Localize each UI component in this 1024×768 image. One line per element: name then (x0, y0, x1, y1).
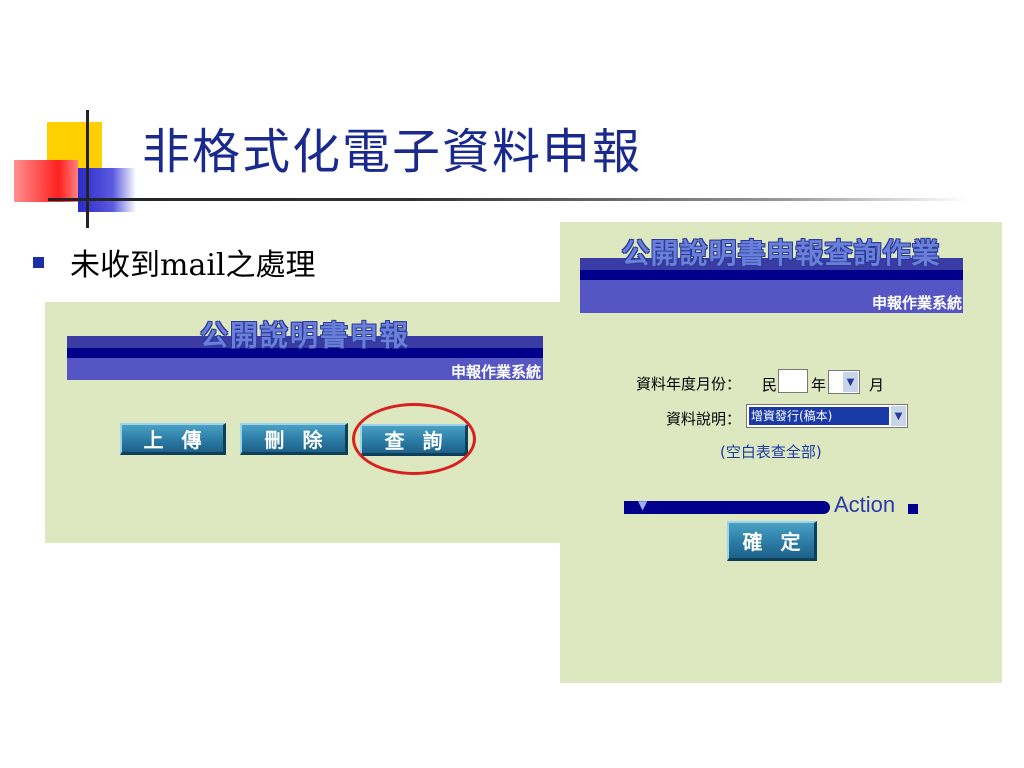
slide-title: 非格式化電子資料申報 (142, 124, 643, 180)
year-unit-label: 年 (811, 376, 827, 394)
delete-button[interactable]: 刪除 (240, 423, 348, 455)
panel-subtitle: 申報作業系統 (871, 294, 962, 312)
decor-vertical-line (86, 110, 89, 228)
query-panel: 公開說明書申報查詢作業 申報作業系統 資料年度月份： 民國 年 ▼ 月 資料說明… (560, 222, 1002, 683)
description-selected-value: 增資發行(稿本) (749, 407, 889, 425)
header-bar-middle (67, 348, 543, 358)
header-bar-top (580, 258, 963, 270)
empty-query-note: (空白表查全部) (720, 443, 822, 461)
description-label: 資料說明： (666, 410, 742, 428)
decor-red-block (14, 160, 78, 202)
highlight-circle (352, 403, 476, 475)
month-unit-label: 月 (869, 376, 885, 394)
triangle-down-icon: ▼ (638, 498, 648, 512)
month-select[interactable]: ▼ (828, 370, 860, 394)
upload-button-label: 上傳 (143, 428, 220, 452)
bullet-marker (33, 257, 44, 268)
year-month-label: 資料年度月份： (636, 375, 742, 393)
header-bar-top (67, 336, 543, 348)
header-bar-bottom (580, 280, 963, 313)
upload-button[interactable]: 上傳 (120, 423, 226, 455)
bullet-text: 未收到mail之處理 (70, 248, 316, 283)
header-bar-middle (580, 270, 963, 280)
delete-button-label: 刪除 (264, 428, 341, 452)
header-bar-bottom (67, 358, 543, 380)
panel-subtitle: 申報作業系統 (450, 363, 541, 381)
chevron-down-icon[interactable]: ▼ (891, 406, 906, 426)
confirm-button-label: 確定 (742, 530, 819, 554)
declaration-panel: 公開說明書申報 申報作業系統 上傳 刪除 查詢 (45, 302, 565, 543)
chevron-down-icon[interactable]: ▼ (843, 372, 858, 392)
panel-title: 公開說明書申報查詢作業 (621, 237, 941, 270)
square-icon (908, 504, 918, 514)
title-underline (48, 198, 970, 201)
confirm-button[interactable]: 確定 (727, 521, 817, 561)
action-label: Action (834, 492, 896, 517)
description-select[interactable]: 增資發行(稿本) ▼ (746, 404, 908, 428)
year-input[interactable] (778, 369, 808, 393)
action-bar (624, 501, 830, 514)
panel-title: 公開說明書申報 (199, 319, 410, 352)
